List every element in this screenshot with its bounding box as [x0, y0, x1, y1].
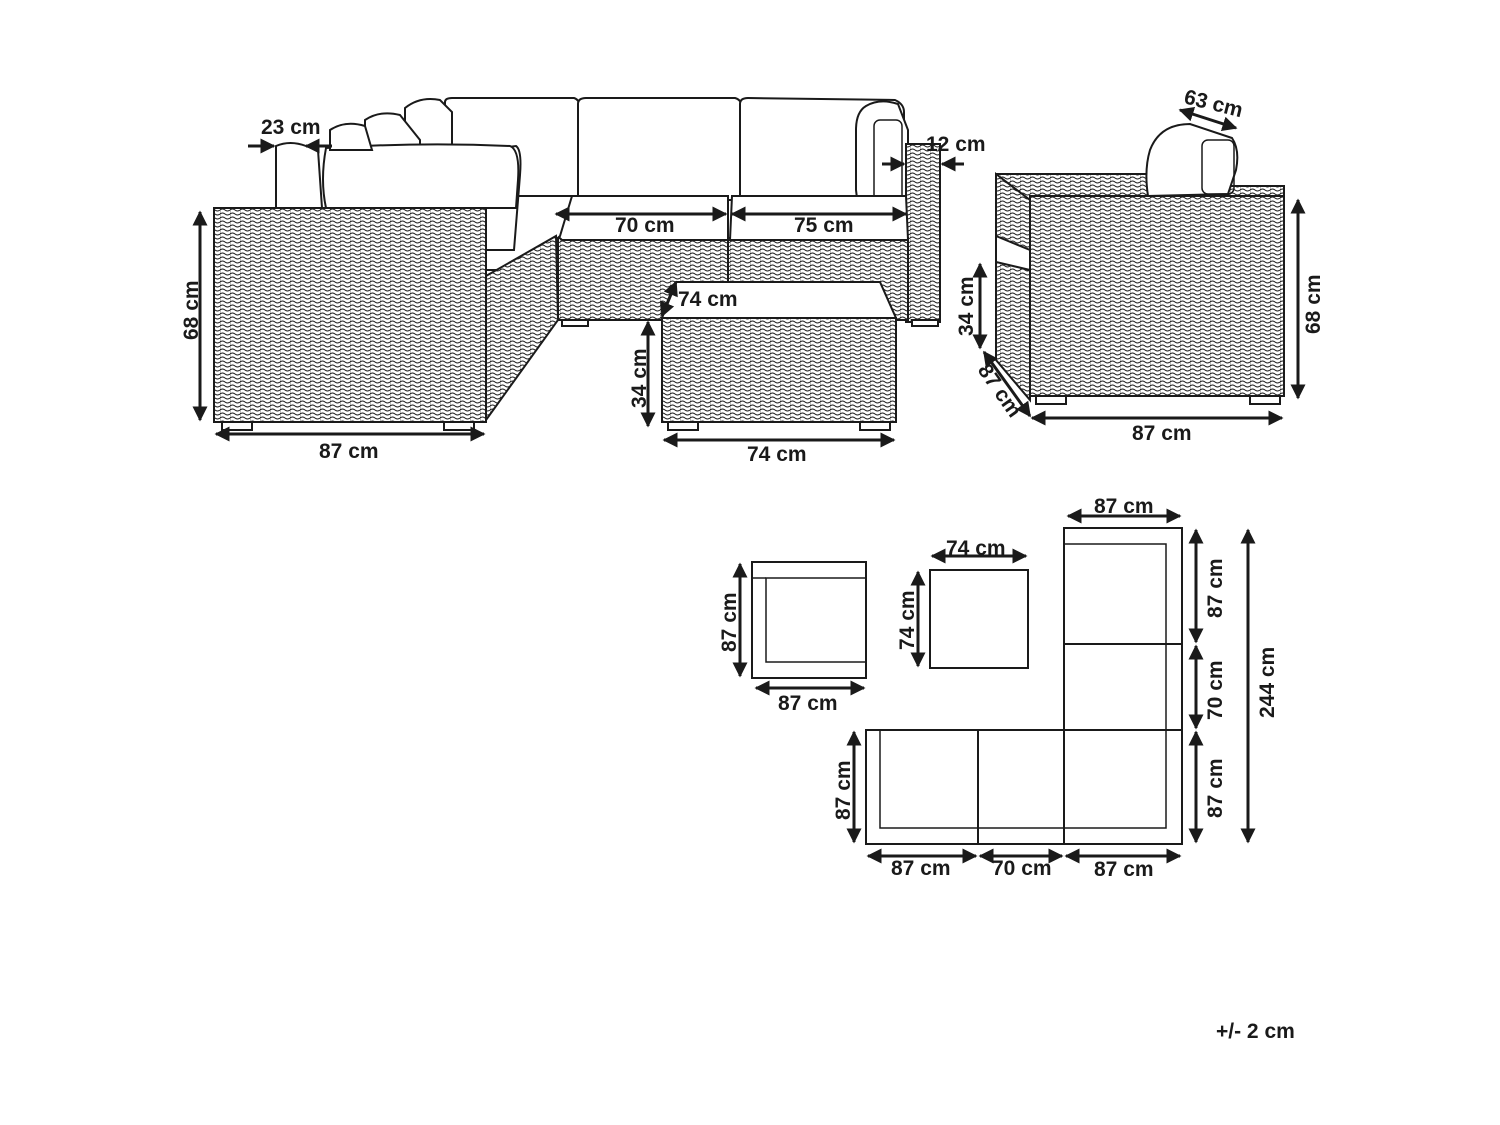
- plan-row: [865, 729, 1183, 845]
- coffee-table-illustration: [660, 281, 898, 431]
- label-plan-top-w: 87 cm: [1094, 495, 1154, 518]
- pillow-left-back: [329, 122, 374, 151]
- label-plan-table-w: 74 cm: [946, 537, 1006, 560]
- label-back-depth: 12 cm: [926, 133, 986, 156]
- tolerance-note: +/- 2 cm: [1216, 1020, 1295, 1043]
- sofa-foot-left: [221, 421, 253, 431]
- label-plan-v3: 87 cm: [1204, 758, 1227, 818]
- label-sofa-arm-width: 23 cm: [261, 116, 321, 139]
- pillow-left-large: [322, 143, 520, 209]
- label-table-width: 74 cm: [747, 443, 807, 466]
- sofa-front-arm: [213, 207, 487, 423]
- label-plan-chair-w: 87 cm: [778, 692, 838, 715]
- plan-corner-top: [1063, 527, 1183, 645]
- chair-pillow-panel: [1201, 139, 1235, 195]
- sofa-foot-right: [443, 421, 475, 431]
- dimension-lines: [192, 106, 1306, 864]
- label-sofa-height: 68 cm: [180, 280, 203, 340]
- table-body: [661, 317, 897, 423]
- label-plan-b1: 87 cm: [891, 857, 951, 880]
- armchair-illustration: [995, 122, 1285, 405]
- chair-foot-right: [1249, 395, 1281, 405]
- label-table-depth: 74 cm: [678, 288, 738, 311]
- label-chair-width: 87 cm: [1132, 422, 1192, 445]
- table-foot-right: [859, 421, 891, 431]
- back-cushion-middle: [577, 97, 743, 201]
- plan-armchair-seat: [765, 577, 867, 663]
- label-table-height: 34 cm: [628, 348, 651, 408]
- label-plan-table-h: 74 cm: [896, 590, 919, 650]
- label-chair-height: 68 cm: [1302, 274, 1325, 334]
- label-sofa-width: 87 cm: [319, 440, 379, 463]
- seat-foot-mid: [561, 319, 589, 327]
- label-plan-v2: 70 cm: [1204, 660, 1227, 720]
- label-seat-right: 75 cm: [794, 214, 854, 237]
- label-plan-bottom-h: 87 cm: [832, 760, 855, 820]
- plan-armchair: [751, 561, 867, 679]
- chair-side-panel: [995, 171, 1031, 403]
- pillow-left-small: [275, 142, 324, 209]
- label-plan-total: 244 cm: [1256, 647, 1279, 718]
- label-chair-seat-height: 34 cm: [955, 276, 978, 336]
- plan-view: [751, 527, 1183, 845]
- label-plan-b3: 87 cm: [1094, 858, 1154, 881]
- label-plan-b2: 70 cm: [992, 857, 1052, 880]
- label-plan-v1: 87 cm: [1204, 558, 1227, 618]
- seat-foot-right: [911, 319, 939, 327]
- back-right-arm: [905, 143, 941, 323]
- table-foot-left: [667, 421, 699, 431]
- label-chair-pillow: 63 cm: [1182, 86, 1245, 123]
- plan-table: [929, 569, 1029, 669]
- chair-front: [1029, 195, 1285, 397]
- label-plan-chair-h: 87 cm: [718, 592, 741, 652]
- label-seat-middle: 70 cm: [615, 214, 675, 237]
- chair-foot-left: [1035, 395, 1067, 405]
- plan-middle-right: [1063, 643, 1183, 731]
- chair-pillow: [1145, 122, 1239, 198]
